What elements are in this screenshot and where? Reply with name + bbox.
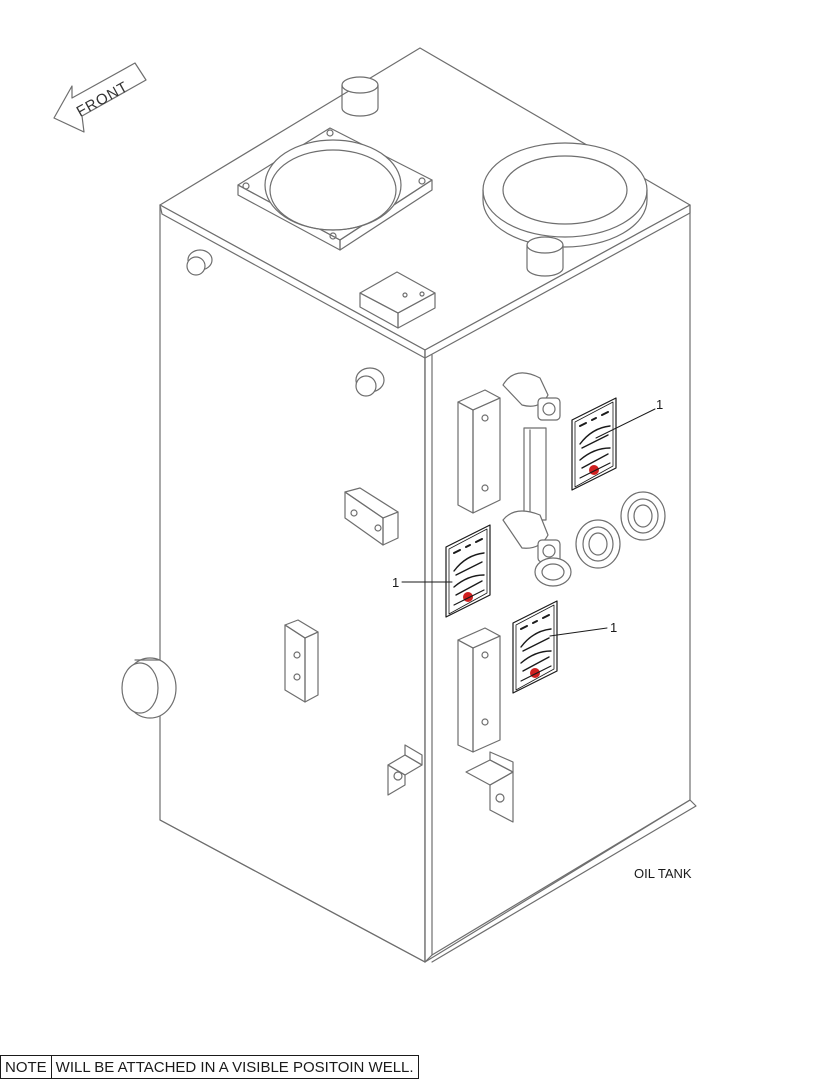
left-block-lower bbox=[284, 619, 319, 703]
warning-decal-upper-right bbox=[571, 397, 617, 491]
side-boss-upper bbox=[186, 249, 213, 276]
callout-lower: 1 bbox=[549, 620, 617, 637]
port-ring-2 bbox=[620, 491, 666, 541]
filler-port-left bbox=[237, 127, 433, 251]
port-ring-1 bbox=[575, 519, 621, 569]
note-tag: NOTE bbox=[5, 1058, 47, 1076]
mount-bracket-right bbox=[465, 751, 514, 823]
drain-pipe bbox=[121, 657, 177, 719]
callout-label: 1 bbox=[392, 575, 399, 590]
left-block-upper bbox=[344, 487, 399, 546]
side-boss-middle bbox=[355, 367, 385, 397]
right-block-lower bbox=[457, 627, 501, 753]
mount-bracket-left bbox=[387, 744, 423, 796]
front-arrow-icon: FRONT bbox=[53, 62, 147, 133]
note-text: WILL BE ATTACHED IN A VISIBLE POSITOIN W… bbox=[50, 1056, 418, 1078]
top-block bbox=[359, 271, 436, 329]
callout-upper-right: 1 bbox=[595, 397, 663, 439]
callout-label: 1 bbox=[610, 620, 617, 635]
callout-left: 1 bbox=[392, 575, 453, 590]
note-box: NOTE WILL BE ATTACHED IN A VISIBLE POSIT… bbox=[0, 1055, 419, 1079]
callout-label: 1 bbox=[656, 397, 663, 412]
warning-decal-lower bbox=[512, 600, 558, 694]
level-gauge bbox=[502, 372, 572, 587]
drawing-caption: OIL TANK bbox=[634, 866, 692, 881]
warning-decal-left bbox=[445, 524, 491, 618]
top-boss-rear bbox=[341, 76, 379, 117]
right-block-upper bbox=[457, 389, 501, 514]
top-boss-front bbox=[526, 236, 564, 277]
breather-port-right bbox=[482, 142, 648, 248]
